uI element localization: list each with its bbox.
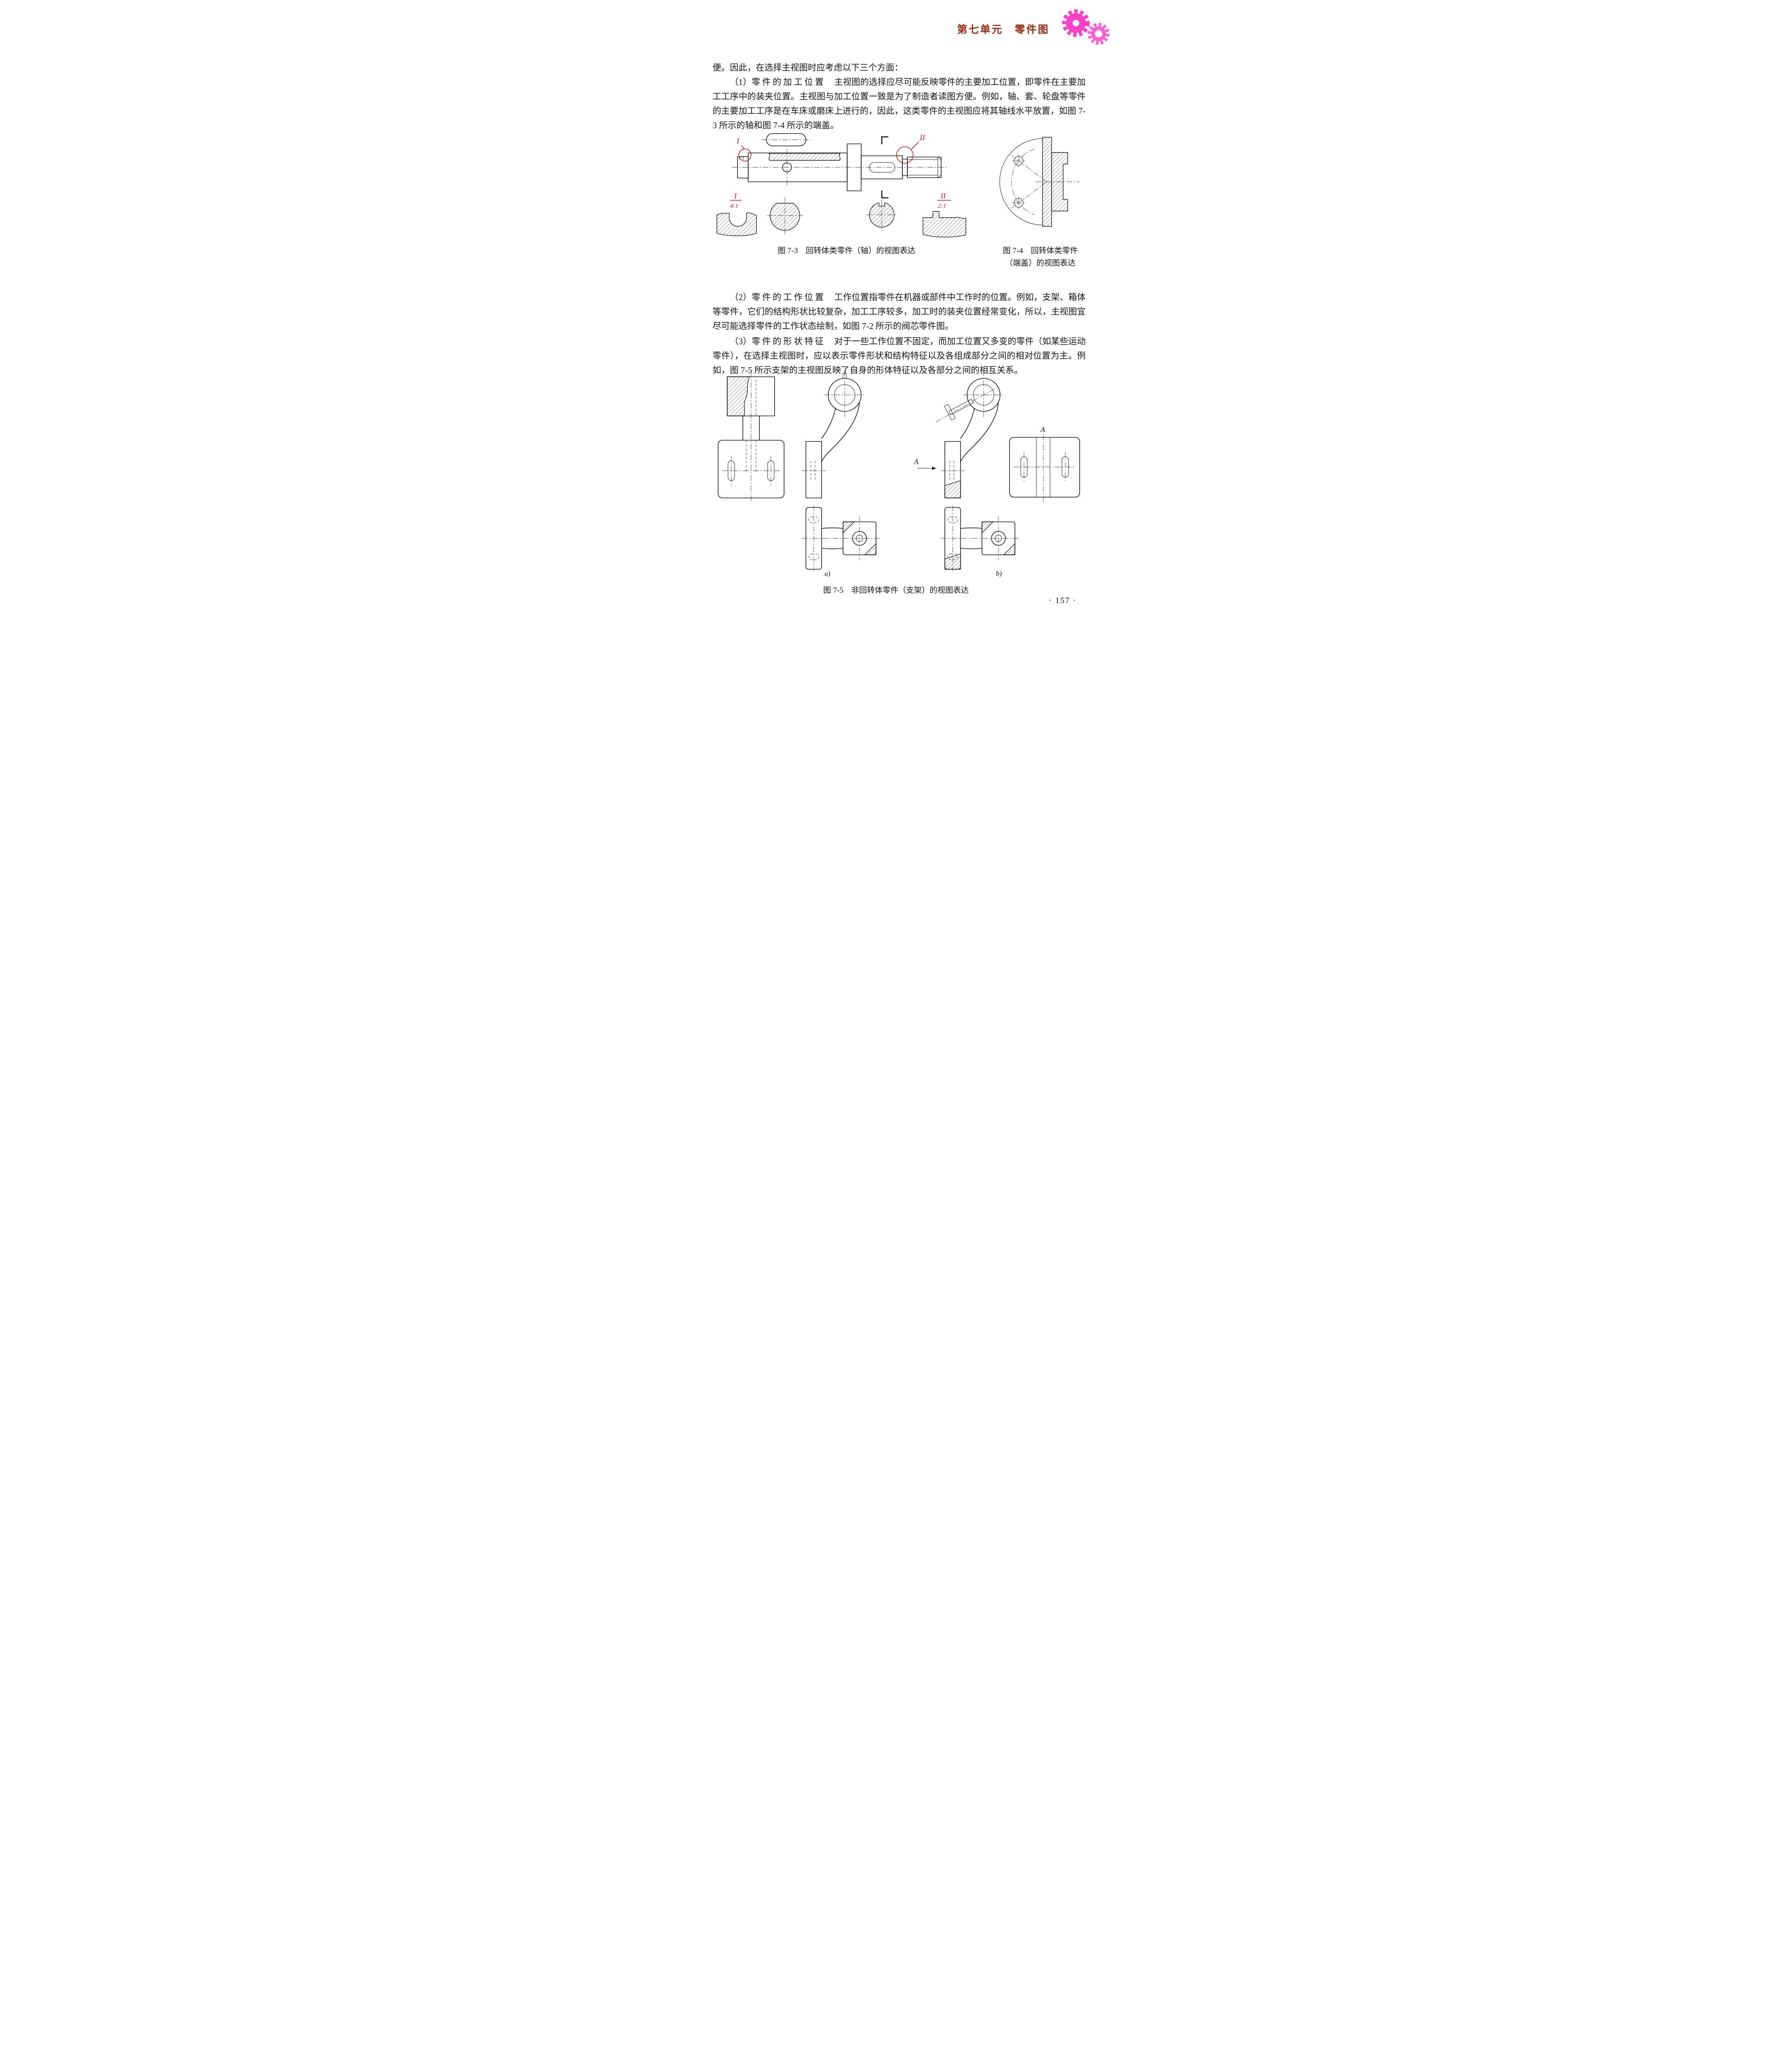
gear-icon-large xyxy=(1062,9,1090,37)
paragraph-text: 便。因此，在选择主视图时应考虑以下三个方面： xyxy=(712,63,903,73)
detail-label-1: I xyxy=(736,137,740,146)
cross-section-keyway-notch xyxy=(866,200,897,231)
bracket-a-top-view xyxy=(801,505,880,571)
detail-view-1: I 4:1 xyxy=(716,192,757,236)
paragraph-intro: 便。因此，在选择主视图时应考虑以下三个方面： xyxy=(713,61,1086,75)
detail-ref-label-1: I xyxy=(734,192,737,200)
list-label: （1） xyxy=(730,77,752,87)
handle-crossbar xyxy=(944,404,956,420)
endcap-circular-view xyxy=(999,138,1047,225)
endcap-section-view xyxy=(1035,137,1080,227)
bracket-a-front-view xyxy=(717,372,784,502)
detail-scale-2: 2:1 xyxy=(938,203,946,209)
section-cut-mark-bottom xyxy=(881,190,888,199)
bracket-b-view-a: A xyxy=(1009,425,1080,502)
figure-7-5-caption: 图 7-5 非回转体零件（支架）的视图表达 xyxy=(823,586,969,595)
paragraph-working-position: （2）零件的工作位置 工作位置指零件在机器或部件中工作时的位置。例如，支架、箱体… xyxy=(713,290,1086,333)
key-term: 零件的工作位置 xyxy=(752,292,826,302)
figure-7-4-endcap-drawing xyxy=(999,137,1080,227)
paragraph-machining-position: （1）零件的加工位置 主视图的选择应尽可能反映零件的主要加工位置，即零件在主要加… xyxy=(713,75,1086,133)
bracket-a-side-view xyxy=(801,370,865,498)
figure-7-4-caption-line2: （端盖）的视图表达 xyxy=(1005,259,1076,268)
section-cut-mark-top xyxy=(881,136,888,144)
chapter-header: 第七单元 零件图 xyxy=(957,24,1050,35)
view-arrow-label: A xyxy=(914,458,919,466)
detail-scale-1: 4:1 xyxy=(730,203,738,209)
list-label: （2） xyxy=(730,292,752,302)
figure-7-3-shaft-drawing: I II I 4:1 II 2:1 xyxy=(716,133,966,237)
paragraph-text: 对于一些工作位置不固定，而加工位置又多变的零件（如某些运动零件），在选择主视图时… xyxy=(712,336,1086,375)
subfigure-a-label: a) xyxy=(824,570,831,577)
decorative-gears xyxy=(1062,9,1109,45)
paragraph-text: 工作位置指零件在机器或部件中工作时的位置。例如，支架、箱体等零件，它们的结构形状… xyxy=(712,292,1086,331)
figure-7-3-caption: 图 7-3 回转体类零件（轴）的视图表达 xyxy=(777,246,916,255)
detail-ref-label-2: II xyxy=(940,192,946,200)
subfigure-b-label: b) xyxy=(996,570,1002,577)
bracket-b-top-view xyxy=(940,505,1019,571)
gear-icon-small xyxy=(1087,23,1109,45)
figure-7-4-caption-line1: 图 7-4 回转体类零件 xyxy=(1003,246,1078,255)
figure-7-5-bracket-drawing: a) A A xyxy=(717,370,1080,577)
page-number: · 157 · xyxy=(1049,596,1077,605)
detail-markers: I II xyxy=(736,134,925,164)
paragraph-text: 主视图的选择应尽可能反映零件的主要加工位置，即零件在主要加工工序中的装夹位置。主… xyxy=(712,77,1086,130)
figure-7-4-caption: 图 7-4 回转体类零件 （端盖）的视图表达 xyxy=(991,245,1090,270)
detail-view-2: II 2:1 xyxy=(922,192,966,237)
list-label: （3） xyxy=(730,336,752,346)
view-a-title-label: A xyxy=(1040,425,1045,434)
handle-rod xyxy=(948,399,974,415)
key-term: 零件的加工位置 xyxy=(752,77,826,87)
shaft-main-view xyxy=(731,136,948,199)
textbook-page: 第七单元 零件图 便。因此，在选择主视图时应考虑以下三个方面： （1）零件的加工… xyxy=(669,0,1123,641)
bracket-b-side-view: A xyxy=(914,370,1004,498)
key-term: 零件的形状特征 xyxy=(752,336,826,346)
keyway-removed-view xyxy=(761,133,811,146)
detail-label-2: II xyxy=(919,134,925,142)
detail-circle-2 xyxy=(896,146,914,164)
cross-section-keyway-flat xyxy=(767,197,803,234)
paragraph-shape-feature: （3）零件的形状特征 对于一些工作位置不固定，而加工位置又多变的零件（如某些运动… xyxy=(713,334,1086,378)
detail-circle-1 xyxy=(738,148,752,162)
